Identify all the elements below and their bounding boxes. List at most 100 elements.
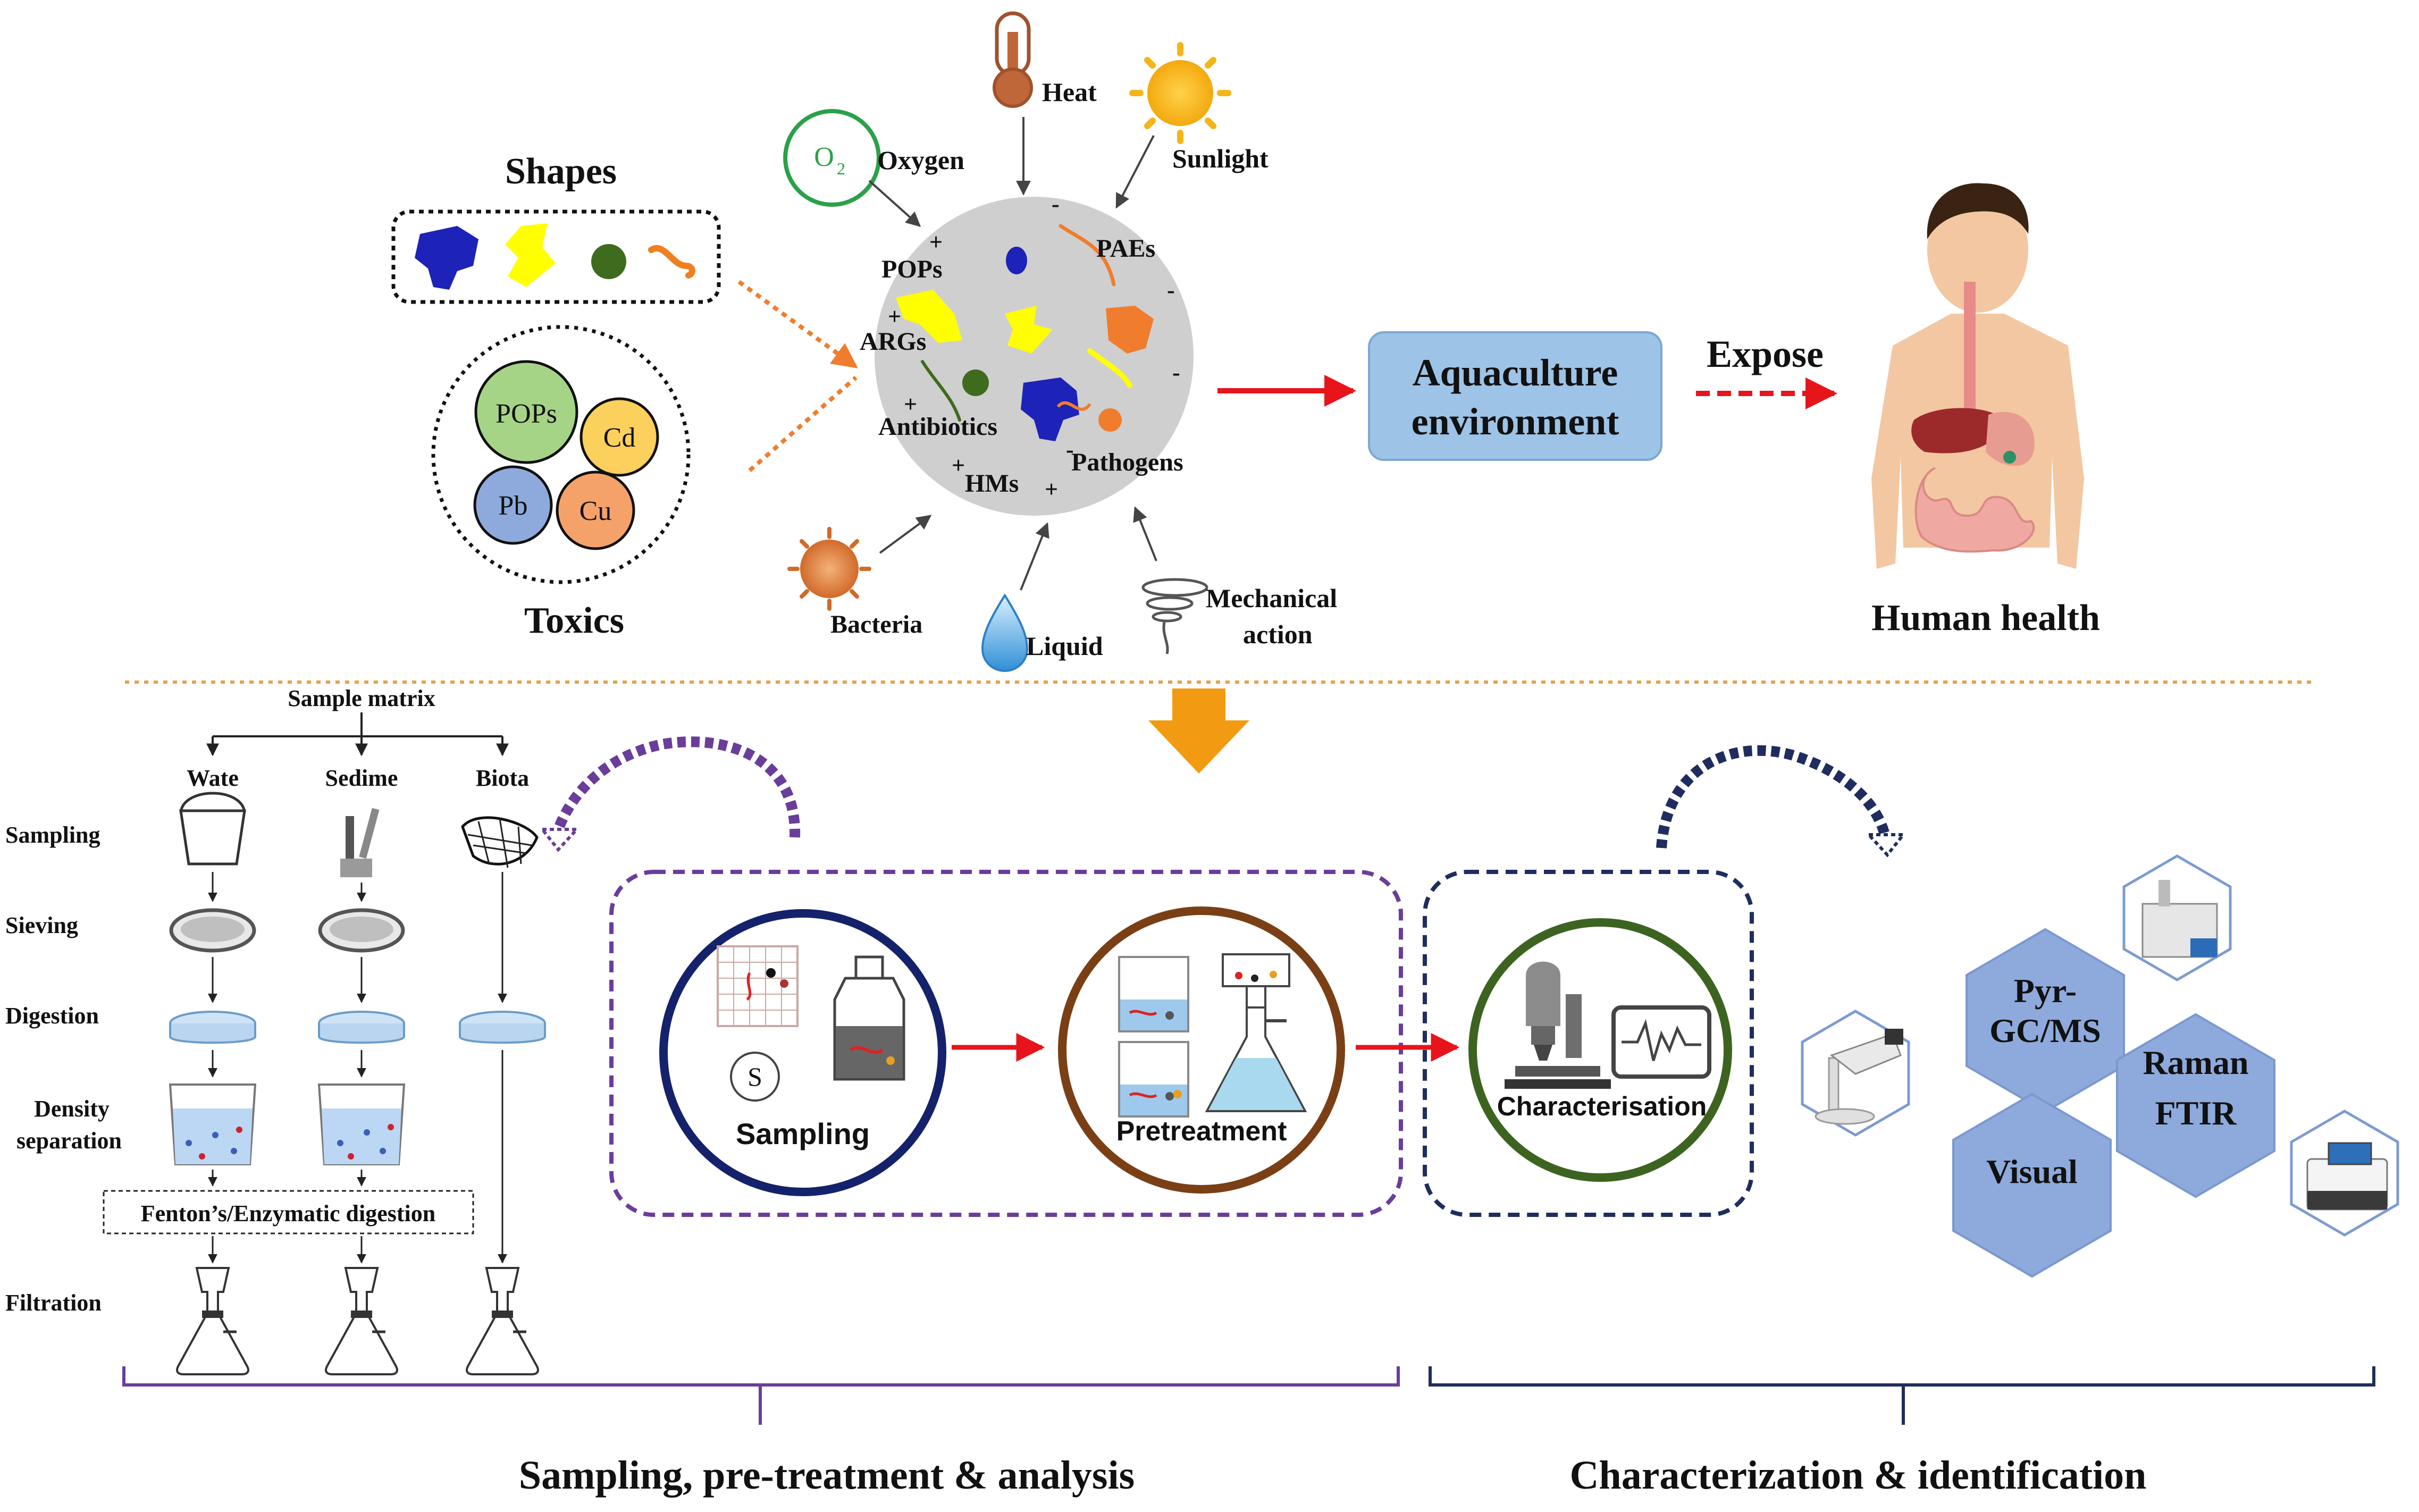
- label-pops: POPs: [881, 255, 943, 283]
- hex-pyr-gcms[interactable]: Pyr- GC/MS: [1966, 928, 2125, 1113]
- svg-text:+: +: [1045, 476, 1058, 502]
- sun-icon: [1129, 42, 1231, 144]
- shapes-group: Shapes: [391, 151, 721, 304]
- oxygen-symbol: O: [814, 142, 834, 172]
- fishing-net-icon: [461, 816, 539, 868]
- particle-green-bead: [962, 369, 989, 396]
- hex-pyr-line2: GC/MS: [1989, 1012, 2101, 1049]
- sieve-water-icon: [169, 908, 256, 953]
- column-water: Wate: [187, 765, 239, 791]
- beaker-water-icon: [169, 1083, 257, 1165]
- human-head: [1927, 187, 2028, 313]
- label-hms: HMs: [965, 469, 1019, 498]
- toxics-dotted-circle: [431, 325, 691, 584]
- toxic-pops-circle: [474, 360, 578, 464]
- liquid-label: Liquid: [1026, 631, 1103, 661]
- bracket-left: [122, 1366, 1400, 1425]
- ftir-instrument-hex: [2290, 1110, 2399, 1237]
- curved-arrow-purple: [553, 736, 801, 838]
- shapes-to-particle-arrow: [737, 280, 858, 369]
- particle-yellow-fiber: [1087, 348, 1132, 388]
- shape-bead-green: [591, 244, 626, 279]
- sunlight-arrow: [1115, 135, 1155, 209]
- petri-dish-water-icon: [169, 1011, 256, 1044]
- toxic-pops-label: POPs: [495, 399, 557, 429]
- sampling-pretreatment-box: [609, 870, 1403, 1217]
- bacteria-arrow: [879, 515, 932, 554]
- water-drop-icon: [981, 593, 1029, 673]
- sample-matrix-label: Sample matrix: [288, 685, 435, 711]
- column-biota: Biota: [476, 765, 529, 791]
- filtration-flask-sediment-icon: [325, 1267, 398, 1375]
- svg-text:-: -: [1172, 359, 1180, 385]
- label-args: ARGs: [860, 327, 926, 356]
- curved-arrow-purple-head: [539, 828, 581, 852]
- particle-blue-dot: [1006, 247, 1027, 274]
- section-right-label: Characterization & identification: [1570, 1453, 2147, 1498]
- shapes-label: Shapes: [505, 151, 617, 192]
- human-liver: [1911, 408, 2004, 453]
- pretreatment-beaker-top-icon: [1118, 956, 1189, 1032]
- svg-text:+: +: [888, 304, 901, 330]
- particle-yellow-film: [1005, 306, 1053, 354]
- heat-factor: Heat: [993, 11, 1097, 196]
- oxygen-icon: [783, 109, 881, 207]
- toxics-to-particle-arrow: [748, 375, 858, 473]
- sampling-s-symbol: S: [747, 1062, 762, 1091]
- svg-text:+: +: [904, 391, 917, 417]
- characterisation-circle-label: Characterisation: [1497, 1091, 1707, 1121]
- sediment-corer-icon: [340, 808, 380, 877]
- hex-raman-ftir[interactable]: Raman FTIR: [2116, 1013, 2275, 1198]
- microscope-instrument-hex: [1801, 1010, 1910, 1137]
- column-sediment: Sedime: [325, 765, 398, 791]
- characterisation-circle-group: Characterisation: [1468, 918, 1732, 1182]
- particle-orange-dot: [1098, 408, 1122, 432]
- particle-yellow-arrow-shape: [896, 290, 962, 343]
- filtration-flask-biota-icon: [466, 1267, 539, 1375]
- toxic-cd-label: Cd: [603, 423, 636, 453]
- toxics-label: Toxics: [524, 600, 624, 641]
- human-body-illustration: Human health: [1871, 183, 2100, 639]
- toxics-group: POPs Cd Pb Cu Toxics: [431, 325, 691, 641]
- toxic-cd-circle: [579, 397, 659, 477]
- hex-raman-line2: FTIR: [2155, 1094, 2237, 1132]
- particle-body: [875, 197, 1194, 516]
- oxygen-label: Oxygen: [877, 145, 964, 175]
- hex-raman-line1: Raman: [2143, 1044, 2248, 1081]
- curved-arrow-navy: [1656, 745, 1890, 849]
- pretreatment-filter-flask-icon: [1205, 953, 1307, 1112]
- hexagon-cluster: Pyr- GC/MS Raman FTIR Visual: [1801, 854, 2399, 1278]
- liquid-factor: Liquid: [981, 522, 1103, 673]
- pretreatment-beaker-bottom-icon: [1118, 1041, 1189, 1118]
- sunlight-factor: Sunlight: [1115, 42, 1269, 209]
- aquaculture-box: [1368, 331, 1662, 461]
- sample-matrix-workflow: Sample matrix Wate Sedime Biota Sampling…: [5, 685, 546, 1375]
- step-sieving: Sieving: [5, 912, 78, 938]
- beaker-sediment-icon: [317, 1083, 406, 1165]
- tornado-icon: [1141, 578, 1208, 654]
- svg-text:+: +: [952, 452, 965, 478]
- bracket-right: [1429, 1366, 2375, 1425]
- aquaculture-environment-box: Aquaculture environment: [1368, 331, 1662, 461]
- step-filtration: Filtration: [5, 1290, 102, 1316]
- bacteria-icon: [787, 527, 871, 611]
- particle-orange-fiber: [1059, 224, 1116, 287]
- sampling-circle-label: Sampling: [736, 1117, 870, 1150]
- heat-label: Heat: [1042, 77, 1097, 107]
- aquaculture-label-line1: Aquaculture: [1413, 351, 1618, 394]
- label-pathogens: Pathogens: [1071, 448, 1183, 476]
- pretreatment-circle: [1058, 906, 1345, 1194]
- workflow-arrows: [208, 872, 507, 1264]
- particle-orange-wiggle: [1056, 401, 1091, 411]
- mechanical-factor: Mechanical action: [1133, 506, 1337, 654]
- particle-orange-fragment: [1106, 306, 1154, 354]
- expose-label: Expose: [1707, 333, 1824, 375]
- mechanical-label-line2: action: [1243, 619, 1313, 649]
- label-antibiotics: Antibiotics: [878, 413, 997, 441]
- hex-visual-label: Visual: [1986, 1153, 2078, 1190]
- step-sampling: Sampling: [5, 822, 100, 848]
- hex-visual[interactable]: Visual: [1952, 1093, 2112, 1278]
- thermometer-icon: [993, 11, 1033, 108]
